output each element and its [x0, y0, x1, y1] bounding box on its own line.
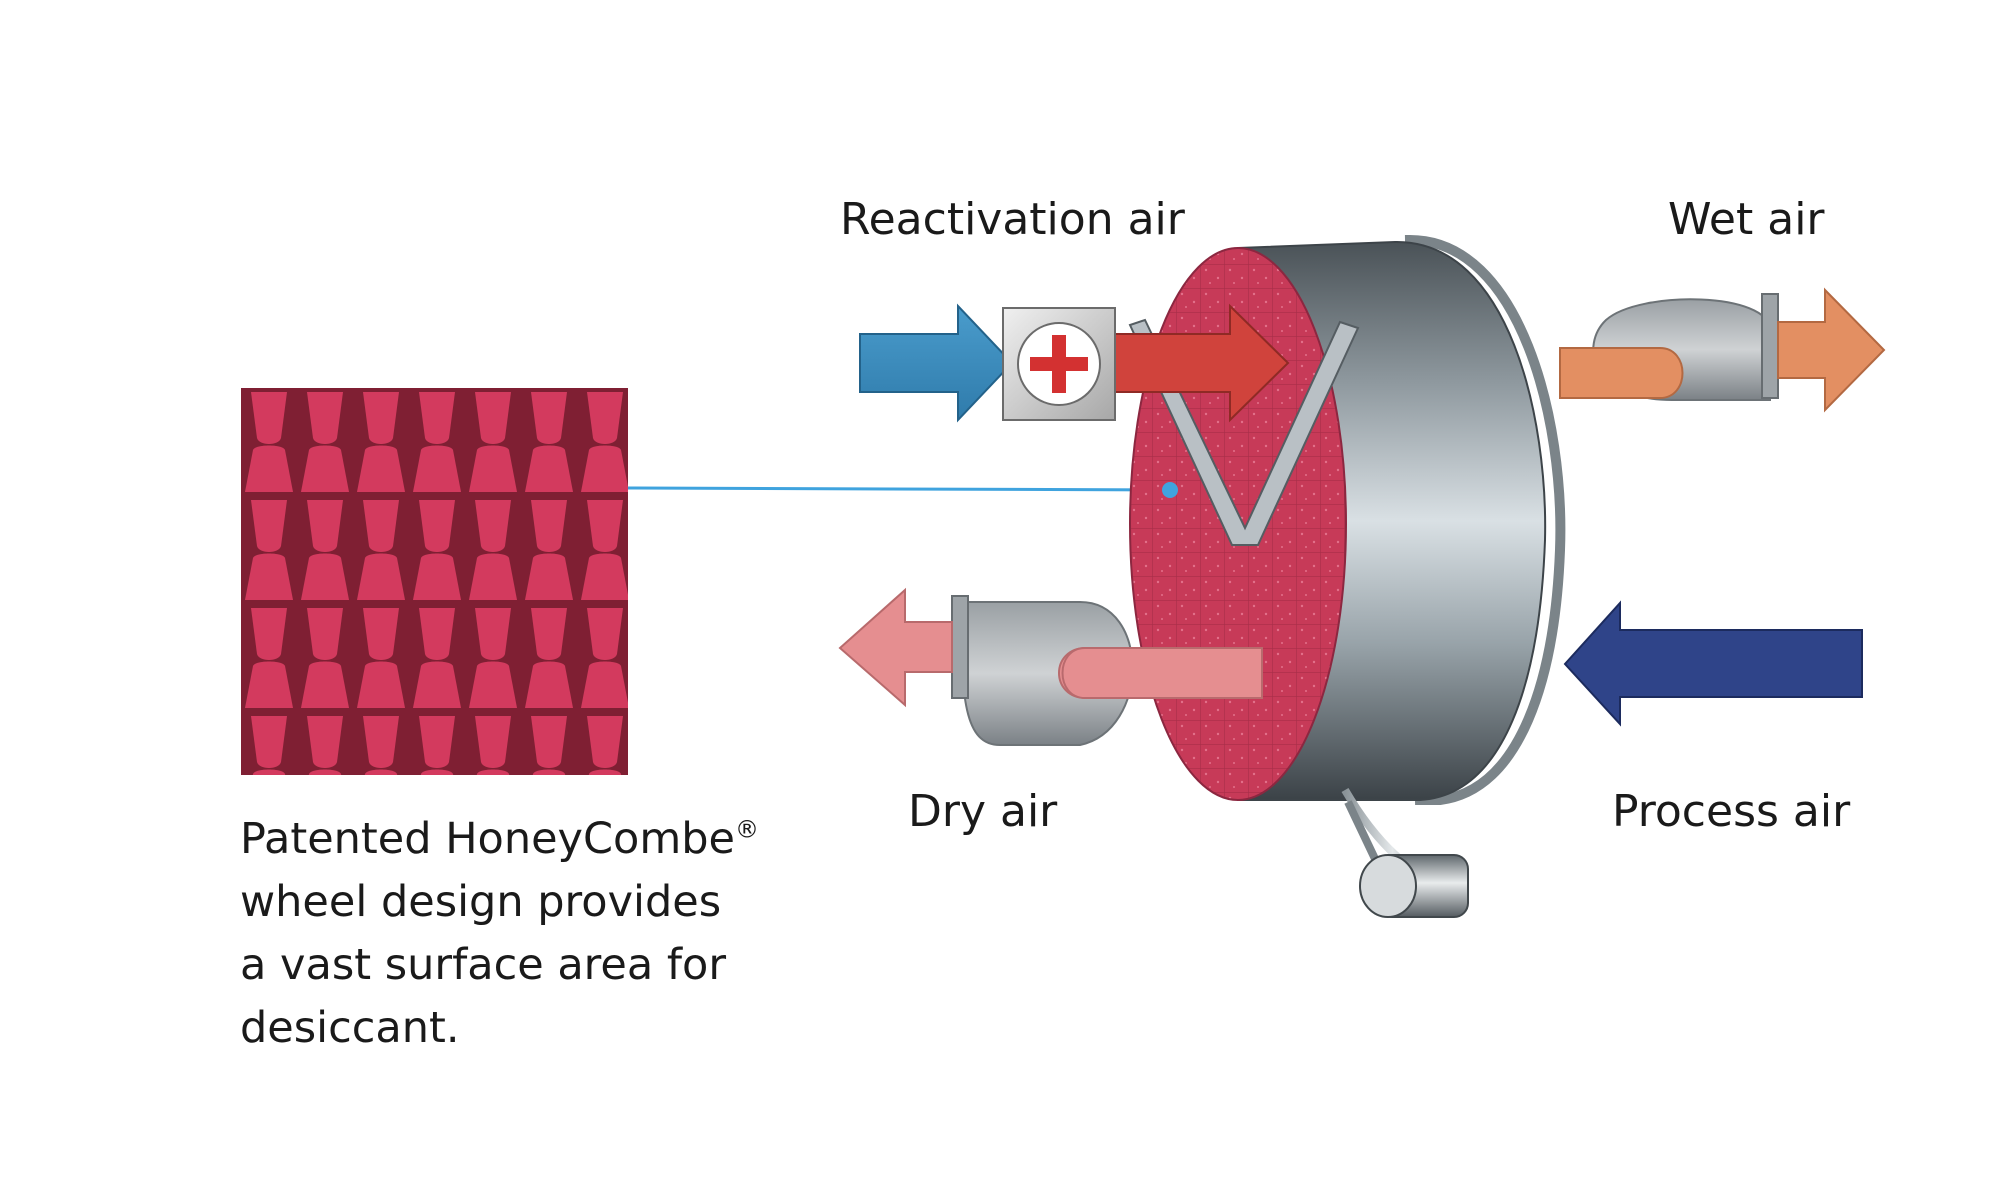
reactivation-heated-arrow [1107, 303, 1290, 423]
dry-air-arrow [838, 587, 953, 708]
process-air-arrow [1563, 600, 1863, 727]
caption-line-4: desiccant. [240, 1003, 460, 1053]
dry-air-label: Dry air [908, 786, 1058, 837]
caption-line-1-text: Patented HoneyCombe [240, 814, 735, 864]
honeycomb-closeup [241, 388, 628, 775]
fan-icon [951, 595, 1134, 746]
heater-plus-icon [1002, 307, 1116, 421]
dry-air-outlet [1061, 647, 1263, 699]
wet-air-label: Wet air [1668, 194, 1825, 245]
drive-belt-back [1404, 234, 1566, 805]
registered-mark: ® [734, 815, 759, 844]
connector-dot [1162, 482, 1178, 498]
caption-line-2: wheel design provides [240, 877, 722, 927]
caption-line-3: a vast surface area for [240, 940, 727, 990]
wet-air-duct [1559, 347, 1684, 399]
reactivation-air-label: Reactivation air [840, 194, 1185, 245]
wet-air-arrow [1777, 287, 1886, 413]
process-air-label: Process air [1612, 786, 1851, 837]
motor-icon [1359, 854, 1469, 918]
reactivation-inlet-arrow [859, 303, 1014, 423]
honeycomb-caption: Patented HoneyCombe® wheel design provid… [240, 808, 860, 1060]
caption-line-1: Patented HoneyCombe® [240, 808, 860, 871]
connector-line [627, 486, 1171, 492]
